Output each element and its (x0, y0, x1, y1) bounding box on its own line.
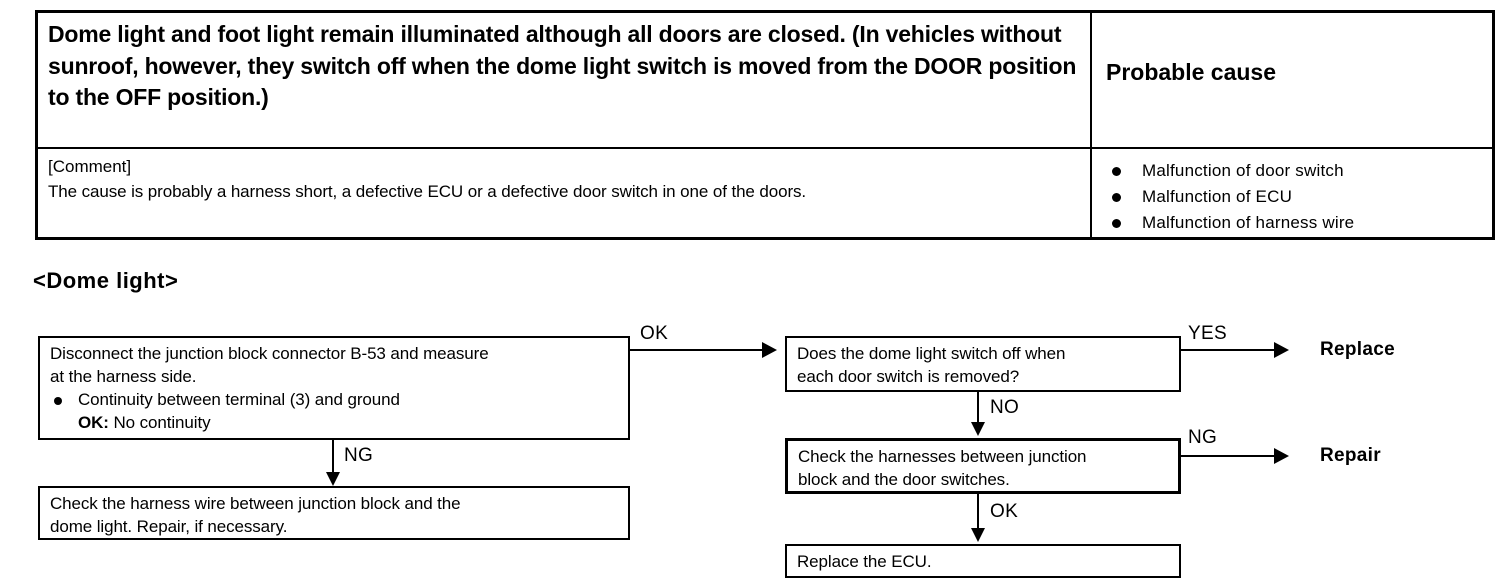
probable-cause-list-cell: Malfunction of door switch Malfunction o… (1092, 149, 1492, 237)
symptom-cell: Dome light and foot light remain illumin… (38, 13, 1092, 147)
symptom-table: Dome light and foot light remain illumin… (35, 10, 1495, 240)
flow-box-line: Does the dome light switch off when (797, 344, 1066, 363)
flow-box-line: Replace the ECU. (797, 552, 932, 571)
edge-label-ng: NG (344, 445, 374, 466)
connector-ok2-vertical (977, 494, 979, 530)
result-label-replace: Replace (1320, 339, 1395, 360)
arrow-right-icon (762, 342, 777, 358)
connector-ok-horizontal (637, 349, 765, 351)
edge-label-ok: OK (640, 323, 669, 344)
result-label-repair: Repair (1320, 445, 1381, 466)
edge-label-yes: YES (1188, 323, 1227, 344)
flow-box-disconnect-connector: Disconnect the junction block connector … (38, 336, 630, 440)
arrow-right-icon (1274, 448, 1289, 464)
probable-cause-header-cell: Probable cause (1092, 13, 1492, 147)
ok-prefix: OK: (78, 412, 109, 432)
flow-box-line: block and the door switches. (798, 469, 1010, 489)
flow-box-line: dome light. Repair, if necessary. (50, 516, 288, 536)
bullet-icon (1112, 167, 1121, 176)
probable-cause-title: Probable cause (1106, 59, 1277, 85)
list-item: Malfunction of door switch (1106, 158, 1482, 184)
edge-label-no: NO (990, 397, 1020, 418)
ok-value: No continuity (108, 412, 211, 432)
bullet-icon (54, 396, 62, 405)
symptom-header-row: Dome light and foot light remain illumin… (38, 13, 1492, 149)
edge-label-ok2: OK (990, 501, 1019, 522)
arrow-down-icon (326, 472, 340, 486)
probable-cause-list: Malfunction of door switch Malfunction o… (1106, 155, 1482, 235)
edge-label-ng2: NG (1188, 427, 1218, 448)
list-item: Malfunction of ECU (1106, 184, 1482, 210)
connector-yes-horizontal (1181, 349, 1277, 351)
flow-box-line: each door switch is removed? (797, 366, 1020, 386)
flow-box-line: Check the harnesses between junction (798, 447, 1087, 466)
connector-tick (630, 349, 637, 351)
flow-box-bullet-text: Continuity between terminal (3) and grou… (78, 389, 400, 409)
connector-no-vertical (977, 392, 979, 424)
flow-box-dome-switch-question: Does the dome light switch off when each… (785, 336, 1181, 392)
connector-ng2-horizontal (1181, 455, 1277, 457)
comment-text: The cause is probably a harness short, a… (48, 181, 807, 201)
cause-text: Malfunction of harness wire (1142, 212, 1355, 232)
cause-text: Malfunction of door switch (1142, 161, 1344, 180)
flow-box-check-harness-wire: Check the harness wire between junction … (38, 486, 630, 540)
flow-box-ok-line: OK: No continuity (50, 412, 620, 435)
flow-box-line: Disconnect the junction block connector … (50, 344, 489, 363)
arrow-right-icon (1274, 342, 1289, 358)
bullet-icon (1112, 218, 1121, 228)
flow-box-line: Check the harness wire between junction … (50, 494, 461, 513)
connector-ng-vertical (332, 440, 334, 474)
list-item: Malfunction of harness wire (1106, 210, 1482, 236)
flow-box-check-harnesses: Check the harnesses between junction blo… (785, 438, 1181, 494)
flow-box-replace-ecu: Replace the ECU. (785, 544, 1181, 578)
flow-box-bullet-line: Continuity between terminal (3) and grou… (50, 389, 620, 412)
arrow-down-icon (971, 422, 985, 436)
flow-box-line: at the harness side. (50, 366, 197, 386)
section-heading: <Dome light> (33, 268, 179, 293)
symptom-title: Dome light and foot light remain illumin… (48, 21, 1077, 110)
cause-text: Malfunction of ECU (1142, 186, 1293, 206)
comment-row: [Comment] The cause is probably a harnes… (38, 149, 1492, 237)
arrow-down-icon (971, 528, 985, 542)
bullet-icon (1112, 192, 1121, 202)
comment-label: [Comment] (48, 157, 132, 176)
comment-cell: [Comment] The cause is probably a harnes… (38, 149, 1092, 237)
